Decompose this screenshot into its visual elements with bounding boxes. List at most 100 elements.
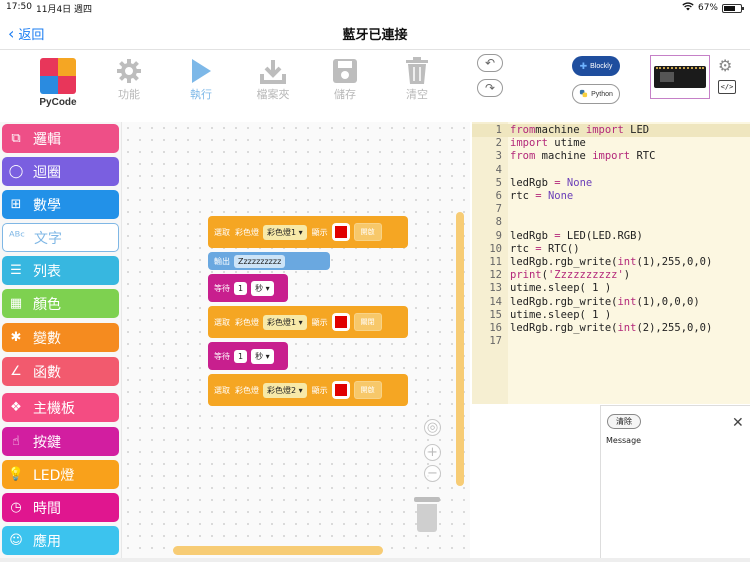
settings-gear-icon[interactable]: ⚙ [718, 56, 733, 75]
blockly-label: Blockly [590, 62, 613, 70]
code-line[interactable]: 8 [472, 216, 750, 229]
code-text: ledRgb.rgb_write(int(1),255,0,0) [510, 256, 713, 268]
workspace-vertical-scrollbar[interactable] [456, 212, 464, 486]
workspace-horizontal-scrollbar[interactable] [173, 546, 383, 555]
undo-button[interactable]: ↶ [477, 54, 503, 72]
clear-messages-button[interactable]: 清除 [607, 414, 641, 429]
state-subblock[interactable]: 開啟 [353, 223, 382, 241]
unit-dropdown[interactable]: 秒 ▾ [251, 280, 274, 296]
button-icon: ☝ [12, 434, 20, 449]
code-line[interactable]: 17 [472, 335, 750, 348]
close-icon[interactable]: ✕ [732, 415, 744, 431]
zoom-in-icon[interactable]: + [424, 444, 441, 461]
color-swatch[interactable] [331, 313, 350, 331]
folder-button[interactable]: 檔案夾 [248, 56, 298, 102]
sidebar-category-8[interactable]: ∠函數 [2, 357, 119, 386]
gear-icon [104, 56, 154, 86]
sidebar-category-1[interactable]: ⧉邏輯 [2, 124, 119, 153]
line-number: 2 [495, 137, 502, 150]
python-mode-button[interactable]: Python [572, 84, 620, 104]
recenter-icon[interactable]: ◎ [424, 419, 441, 436]
wait-block-1[interactable]: 等待 1 秒 ▾ [208, 274, 288, 302]
zoom-out-icon[interactable]: − [424, 465, 441, 482]
message-title: Message [606, 436, 642, 445]
code-line[interactable]: 7 [472, 203, 750, 216]
blockly-workspace[interactable] [122, 122, 470, 558]
sidebar-category-9[interactable]: ❖主機板 [2, 393, 119, 422]
sidebar-category-6[interactable]: ▦顏色 [2, 289, 119, 318]
block-light-label: 彩色燈 [235, 227, 259, 237]
led-dropdown[interactable]: 彩色燈2 ▾ [263, 382, 307, 398]
save-button[interactable]: 儲存 [320, 56, 370, 102]
status-time: 17:50 [6, 2, 32, 12]
unit-dropdown[interactable]: 秒 ▾ [251, 348, 274, 364]
sidebar-category-10[interactable]: ☝按鍵 [2, 427, 119, 456]
function-button[interactable]: 功能 [104, 56, 154, 102]
wait-block-2[interactable]: 等待 1 秒 ▾ [208, 342, 288, 370]
code-line[interactable]: 4 [472, 164, 750, 177]
print-block[interactable]: 輸出 Zzzzzzzzzz [208, 252, 330, 270]
code-view-toggle[interactable]: </> [718, 80, 736, 94]
folder-label: 檔案夾 [256, 88, 290, 101]
sidebar-category-5[interactable]: ☰列表 [2, 256, 119, 285]
blockly-mode-button[interactable]: ✚ Blockly [572, 56, 620, 76]
play-icon [176, 56, 226, 86]
sidebar-category-2[interactable]: ◯迴圈 [2, 157, 119, 186]
code-brackets-icon: </> [720, 83, 734, 91]
set-led-block-3[interactable]: 選取 彩色燈 彩色燈2 ▾ 顯示 開啟 [208, 374, 408, 406]
workspace-trash-icon[interactable] [414, 497, 440, 533]
color-swatch[interactable] [331, 381, 350, 399]
block-output-label: 輸出 [214, 256, 230, 266]
app-logo: PyCode [36, 58, 80, 114]
sidebar-category-12[interactable]: ◷時間 [2, 493, 119, 522]
category-label: 迴圈 [33, 164, 61, 181]
block-show-label: 顯示 [311, 227, 328, 237]
redo-button[interactable]: ↷ [477, 79, 503, 97]
back-button[interactable]: ‹ 返回 [8, 24, 44, 43]
run-button[interactable]: 執行 [176, 56, 226, 102]
back-label: 返回 [18, 28, 45, 43]
sidebar-category-11[interactable]: 💡LED燈 [2, 460, 119, 489]
code-text: utime.sleep( 1 ) [510, 282, 612, 295]
text-icon: ᴬᴮᶜ [8, 230, 26, 245]
led-dropdown[interactable]: 彩色燈1 ▾ [263, 314, 307, 330]
code-text: from machine import RTC [510, 150, 656, 163]
sidebar-category-7[interactable]: ✱變數 [2, 323, 119, 352]
floppy-disk-icon [320, 56, 370, 86]
sidebar-category-13[interactable]: ☺應用 [2, 526, 119, 555]
color-swatch[interactable] [331, 223, 350, 241]
clock-icon: ◷ [10, 500, 22, 515]
wait-value-field[interactable]: 1 [234, 349, 248, 363]
code-text: ledRgb = LED(LED.RGB) [510, 229, 643, 242]
led-dropdown[interactable]: 彩色燈1 ▾ [263, 224, 307, 240]
sidebar-category-3[interactable]: ⊞數學 [2, 190, 119, 219]
state-subblock[interactable]: 關閉 [353, 313, 382, 331]
pycode-logo-icon [40, 58, 76, 94]
status-right: 67% [682, 2, 744, 14]
category-label: 邏輯 [33, 131, 61, 148]
line-number: 7 [495, 203, 502, 216]
set-led-block-1[interactable]: 選取 彩色燈 彩色燈1 ▾ 顯示 開啟 [208, 216, 408, 248]
category-label: 變數 [33, 330, 61, 347]
clear-button[interactable]: 清空 [392, 56, 442, 102]
wait-value-field[interactable]: 1 [234, 281, 248, 295]
set-led-block-2[interactable]: 選取 彩色燈 彩色燈1 ▾ 顯示 關閉 [208, 306, 408, 338]
board-selector[interactable] [650, 55, 710, 99]
print-text-field[interactable]: Zzzzzzzzzz [234, 254, 286, 268]
state-subblock[interactable]: 開啟 [353, 381, 382, 399]
